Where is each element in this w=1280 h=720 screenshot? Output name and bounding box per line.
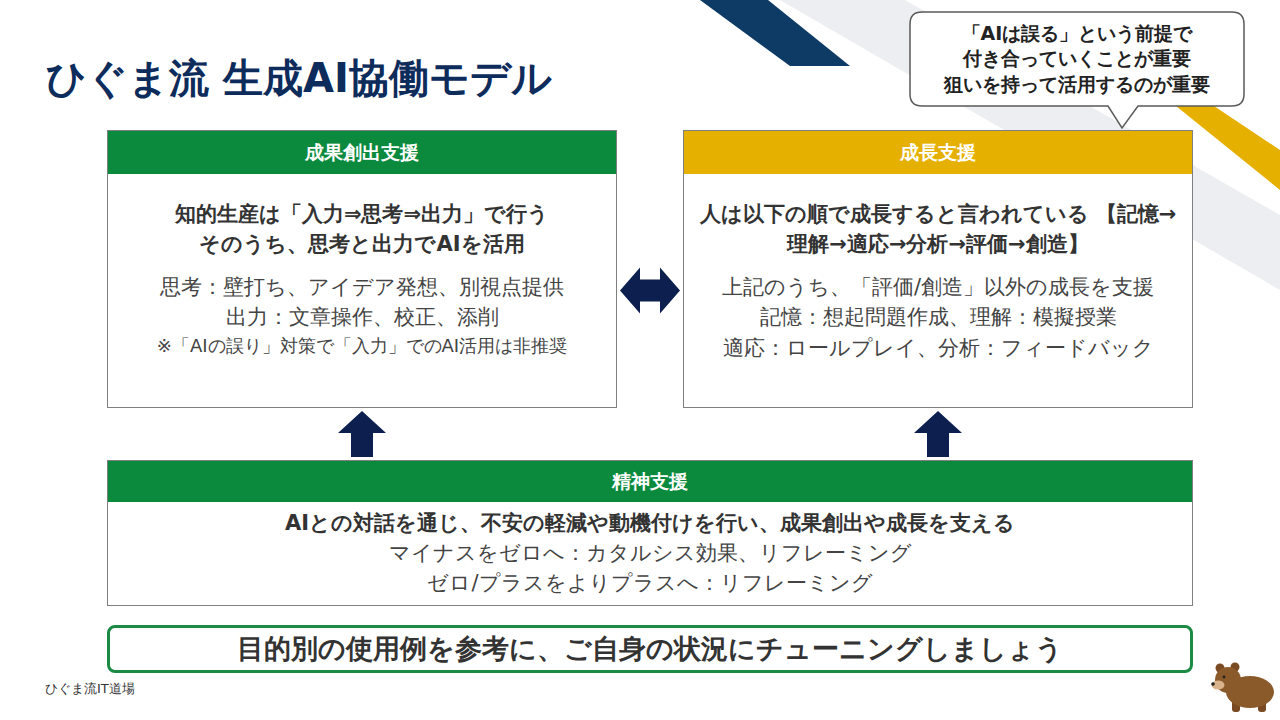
body-text: 思考：壁打ち、アイデア発想、別視点提供 [118, 272, 606, 302]
up-block-arrow [914, 411, 962, 457]
page-title: ひぐま流 生成AI協働モデル [46, 56, 552, 100]
up-block-arrow [338, 411, 386, 457]
bear-snout [1212, 681, 1225, 690]
bear-eye [1223, 676, 1226, 679]
message-text: 目的別の使用例を参考に、ご自身の状況にチューニングしましょう [237, 631, 1063, 667]
bear-illustration [1211, 663, 1274, 713]
body-text: 記憶：想起問題作成、理解：模擬授業 [694, 302, 1182, 332]
body-text: マイナスをゼロへ：カタルシス効果、リフレーミング [118, 538, 1182, 568]
body-text: ※「AIの誤り」対策で「入力」でのAI活用は非推奨 [118, 333, 606, 359]
lead-text: 知的生産は「入力⇒思考⇒出力」で行う そのうち、思考と出力でAIを活用 [118, 200, 606, 260]
lead-text: AIとの対話を通じ、不安の軽減や動機付けを行い、成果創出や成長を支える [118, 508, 1182, 538]
header-band: 成長支援 [684, 131, 1192, 174]
navy-stripe [700, 0, 850, 66]
header-band: 成果創出支援 [108, 131, 616, 174]
bubble-shape [910, 12, 1244, 128]
double-block-arrow [620, 268, 680, 314]
callout-text: 「AIは誤る」という前提で 付き合っていくことが重要 狙いを持って活用するのが重… [910, 21, 1244, 98]
footer-label: ひぐま流IT道場 [45, 680, 135, 698]
body-text: ゼロ/プラスをよりプラスへ：リフレーミング [118, 568, 1182, 598]
body-text: 上記のうち、「評価/創造」以外の成長を支援 [694, 272, 1182, 302]
panel-box: 精神支援 AIとの対話を通じ、不安の軽減や動機付けを行い、成果創出や成長を支えるマ… [107, 460, 1193, 606]
panel-box: 成長支援人は以下の順で成長すると言われている 【記憶→理解→適応→分析→評価→創… [683, 130, 1193, 408]
lead-text: 人は以下の順で成長すると言われている 【記憶→理解→適応→分析→評価→創造】 [694, 200, 1182, 260]
panel-box: 成果創出支援知的生産は「入力⇒思考⇒出力」で行う そのうち、思考と出力でAIを活… [107, 130, 617, 408]
header-text: 成長支援 [900, 141, 976, 163]
body-text: 出力：文章操作、校正、添削 [118, 302, 606, 332]
bubble-content: 「AIは誤る」という前提で 付き合っていくことが重要 狙いを持って活用するのが重… [910, 12, 1244, 106]
header-band: 精神支援 [108, 461, 1192, 502]
panel-body: 知的生産は「入力⇒思考⇒出力」で行う そのうち、思考と出力でAIを活用思考：壁打… [108, 174, 616, 407]
callout-bubble: 「AIは誤る」という前提で 付き合っていくことが重要 狙いを持って活用するのが重… [910, 12, 1244, 106]
header-text: 成果創出支援 [305, 141, 419, 163]
header-text: 精神支援 [612, 470, 688, 492]
bear-nose [1211, 682, 1215, 686]
panel-body: 人は以下の順で成長すると言われている 【記憶→理解→適応→分析→評価→創造】上記… [684, 174, 1192, 407]
panel-body: AIとの対話を通じ、不安の軽減や動機付けを行い、成果創出や成長を支えるマイナスを… [108, 502, 1192, 605]
message-box: 目的別の使用例を参考に、ご自身の状況にチューニングしましょう [107, 625, 1193, 673]
body-text: 適応：ロールプレイ、分析：フィードバック [694, 333, 1182, 363]
